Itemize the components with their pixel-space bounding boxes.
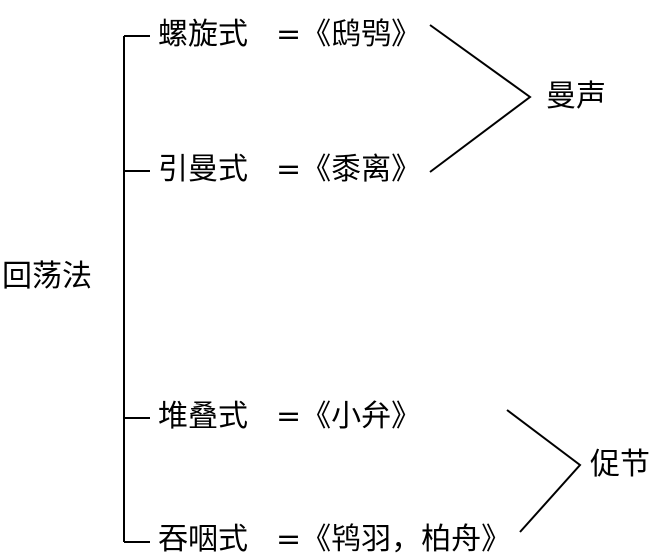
style-example-1: =《鸱鸮》 [276, 17, 422, 52]
style-example-4: =《鸨羽，柏舟》 [276, 522, 512, 557]
group-label-1: 曼声 [546, 79, 606, 114]
style-example-2: =《黍离》 [276, 152, 422, 187]
style-name-1: 螺旋式 [158, 17, 248, 52]
group-bracket-1 [429, 24, 532, 173]
group-label-2: 促节 [590, 447, 650, 482]
group-bracket-2 [506, 409, 582, 533]
style-example-3: =《小弁》 [276, 399, 422, 434]
root-label: 回荡法 [2, 259, 92, 294]
style-name-2: 引曼式 [158, 152, 248, 187]
style-name-3: 堆叠式 [158, 399, 248, 434]
style-name-4: 吞咽式 [158, 522, 248, 557]
